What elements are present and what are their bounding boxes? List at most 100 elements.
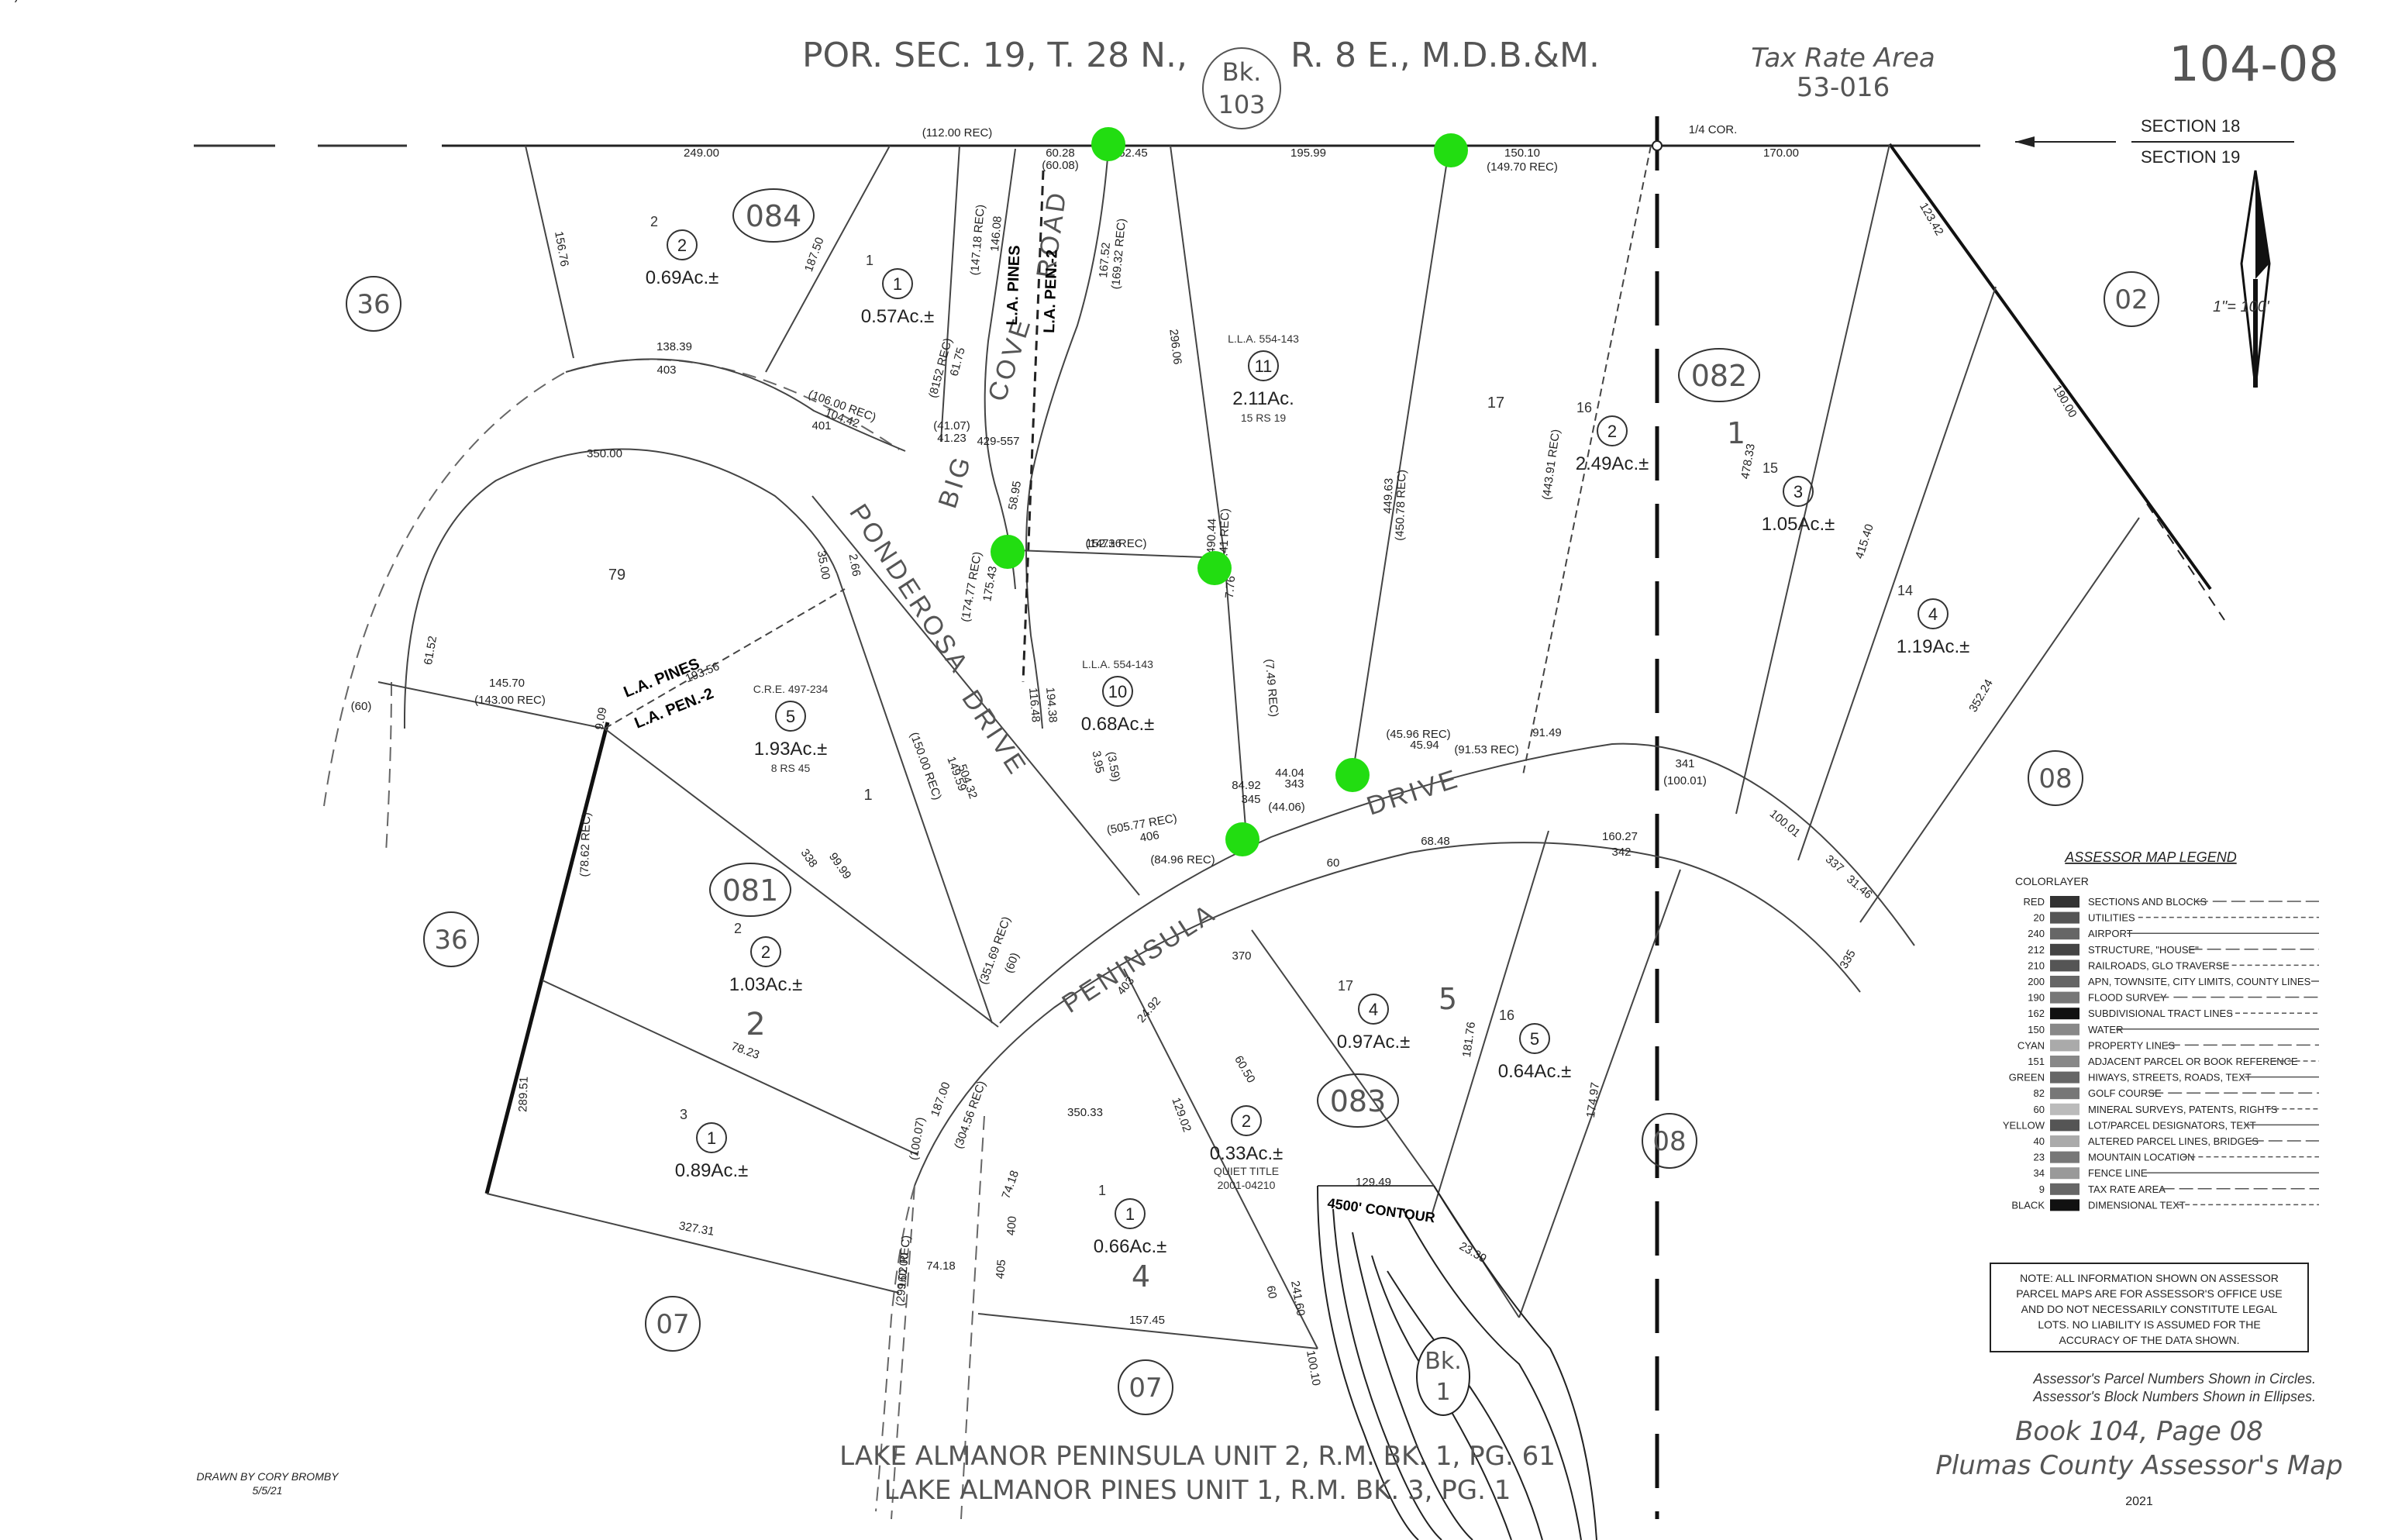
subdivision-line-1: LAKE ALMANOR PENINSULA UNIT 2, R.M. BK. … [839,1441,1556,1472]
legend-color-code: 9 [2039,1183,2045,1195]
dimension-label: 100.01 [1767,807,1803,840]
legend-color-code: 34 [2034,1167,2045,1179]
parcel-number: 1 [707,1128,716,1148]
legend-color-code: GREEN [2009,1072,2045,1084]
parcel-record-reference: 15 RS 19 [1241,412,1287,424]
parcel-acres: 0.89Ac.± [675,1160,749,1181]
legend-layer: FLOOD SURVEY [2088,992,2167,1004]
tax-rate-area-label: Tax Rate Area [1751,43,1935,74]
dimension-label: 401 [811,419,831,432]
green-marker[interactable] [1197,551,1232,585]
dimension-label: 150.10 [1504,146,1540,160]
disclaimer-line: AND DO NOT NECESSARILY CONSTITUTE LEGAL [2021,1303,2278,1315]
legend-layer: ADJACENT PARCEL OR BOOK REFERENCE [2088,1056,2298,1067]
book-103-ellipse [1202,47,1281,129]
green-marker[interactable] [1225,822,1259,856]
parcel-lot-number: 1 [1098,1183,1106,1198]
dimension-label: (3.59) [1104,750,1123,783]
dimension-label: 61.52 [422,635,439,666]
dimension-label: (100.07) [907,1116,927,1161]
dimension-label: (149.70 REC) [1487,160,1558,174]
parcel-acres: 1.93Ac.± [754,739,828,760]
parcel-number: 2 [761,942,770,962]
legend-layer: GOLF COURSE [2088,1087,2162,1099]
parcel-acres: 0.33Ac.± [1210,1143,1284,1164]
legend-layer: SUBDIVISIONAL TRACT LINES [2088,1008,2233,1019]
dimension-label: (78.62 REC) [578,812,594,877]
page-number: 104-08 [2169,36,2339,92]
tax-rate-area-code: 53-016 [1797,72,1890,103]
parcel-4: 22.49Ac.±16 [1576,400,1649,474]
legend-layer: UTILITIES [2088,912,2135,924]
lot-number-79: 79 [608,567,625,584]
dimension-label: 175.43 [980,565,1000,602]
road-label-la-pen2: L.A. PEN.-2 [1041,250,1061,333]
legend-color-code: 23 [2034,1152,2045,1163]
dimension-label: 84.92 [1232,779,1261,792]
legend-swatch [2050,1056,2079,1067]
lot-number-4: 4 [1132,1259,1150,1294]
dimension-label: 129.49 [1356,1176,1391,1189]
parcel-lla-reference: L.L.A. 554-143 [1082,658,1153,670]
legend-color-code: 200 [2028,976,2045,987]
legend-swatch [2050,1008,2079,1020]
legend-layer: TAX RATE AREA [2088,1183,2166,1195]
parcel-lot-number: 17 [1338,978,1353,994]
legend-color-code: 210 [2028,959,2045,971]
dimension-label: (174.77 REC) [959,551,984,623]
adjacent-page-36-north: 36 [357,289,390,320]
map-header-title: POR. SEC. 19, T. 28 N., [802,36,1187,75]
parcel-lot-number: 1 [866,253,873,268]
lot-number-1-west: 1 [863,787,872,804]
adjacent-page-07-west: 07 [656,1309,689,1340]
green-marker[interactable] [991,535,1025,569]
dimension-label: 45.94 [1410,739,1439,752]
dimension-label: 342 [1611,846,1631,859]
parcel-number-circle [1115,1198,1146,1229]
dimension-label: 52.45 [1118,146,1148,160]
legend-color-code: 162 [2028,1008,2045,1019]
dimension-label: (299.02 REC) [894,1235,913,1307]
legend-color-code: 60 [2034,1104,2045,1115]
dimension-label: 91.49 [1532,726,1562,739]
dimension-label: (143.00 REC) [474,694,546,707]
marker-group[interactable] [991,127,1468,856]
parcel-12: 50.64Ac.±16 [1498,1008,1572,1082]
legend-swatch [2050,959,2079,972]
lot-number-17: 17 [1487,394,1504,412]
legend-layer: HIWAYS, STREETS, ROADS, TEXT [2088,1072,2252,1084]
road-label-ponderosa: PONDEROSA [843,499,975,680]
adjacent-page-07-south: 07 [1128,1373,1162,1404]
dimension-label: 370 [1232,949,1251,963]
lot-west-dash [891,1185,915,1520]
parcel-numbers-note: Assessor's Parcel Numbers Shown in Circl… [2032,1371,2316,1387]
legend-layer: WATER [2088,1024,2124,1035]
dimension-label: 167.52 [1097,242,1113,278]
dimension-label: 338 [798,846,820,870]
dimension-label: 249.00 [684,146,719,160]
dimension-label: 60 [1264,1285,1280,1300]
legend-swatch [2050,943,2079,956]
dimension-label: (60) [1002,951,1022,975]
dimension-label: (7.49 REC) [1263,658,1280,717]
road-label-big: BIG [932,451,977,512]
road-label-la-pines: L.A. PINES [1004,245,1024,326]
parcel-number-circle [1519,1023,1550,1054]
green-marker[interactable] [1091,127,1125,161]
green-marker[interactable] [1335,758,1370,792]
dimension-label: 145.70 [489,677,525,690]
parcel-number: 2 [1607,422,1617,441]
block-084: 084 [746,199,802,233]
green-marker[interactable] [1434,133,1468,167]
dimension-label: 170.00 [1763,146,1799,160]
contour-label: 4500' CONTOUR [1326,1195,1435,1225]
parcel-record-reference: QUIET TITLE [1214,1165,1279,1177]
dimension-label: 152.36 [1086,537,1122,550]
legend-color-code: 150 [2028,1024,2045,1035]
parcel-5: 31.05Ac.±15 [1762,460,1835,535]
legend-color-code: CYAN [2017,1039,2045,1051]
book-103-label-line2: 103 [1218,90,1265,119]
parcel-acres: 1.19Ac.± [1897,636,1970,657]
dimension-label: 241.60 [1288,1280,1308,1317]
